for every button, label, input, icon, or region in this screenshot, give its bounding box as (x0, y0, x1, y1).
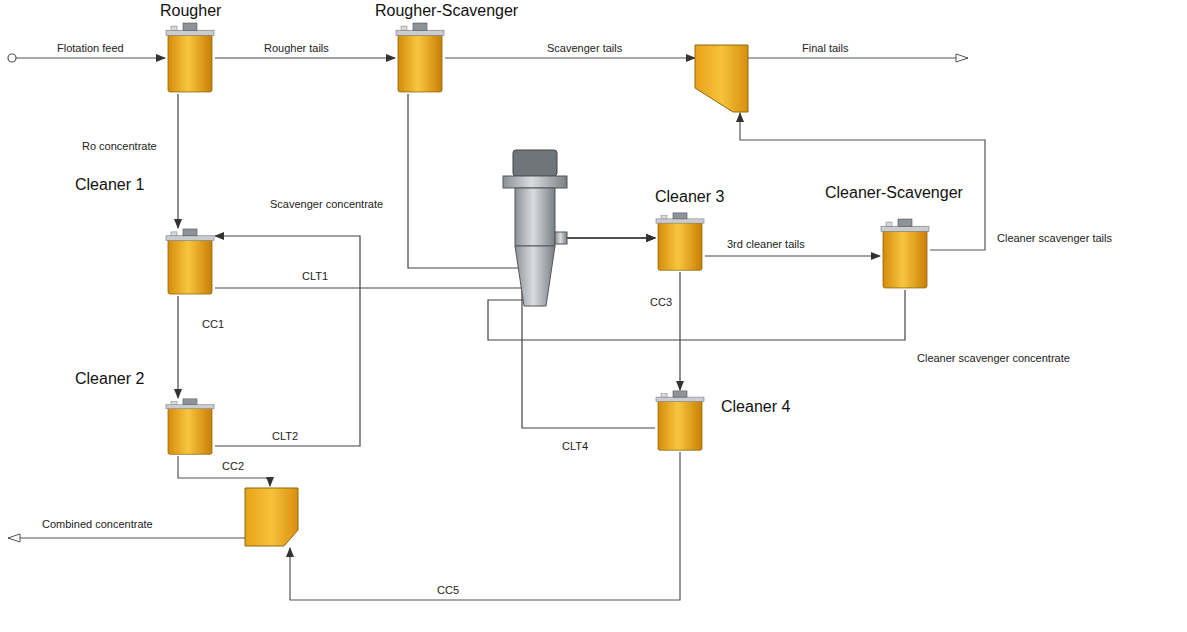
flotation-cell (655, 390, 705, 452)
stream-label: Cleaner scavenger tails (995, 232, 1114, 244)
final-tails-line (748, 57, 968, 58)
stream-connector (177, 296, 178, 398)
stream-label: Flotation feed (55, 42, 126, 54)
cell-node: Cleaner 2 (165, 398, 215, 456)
stream-label: Final tails (800, 42, 850, 54)
scavenger-tails-line (445, 57, 695, 58)
cell-node: Cleaner 1 (165, 228, 215, 296)
stream-label: CLT4 (560, 440, 590, 452)
flotation-cell (165, 398, 215, 456)
cell-heading: Cleaner 3 (655, 188, 724, 206)
mill-motor (513, 150, 557, 176)
cell-heading: Rougher-Scavenger (375, 2, 518, 20)
cell-heading: Rougher (160, 2, 221, 20)
cc2-line (178, 456, 270, 486)
stream-connector (215, 57, 395, 58)
stream-label: CLT1 (300, 270, 330, 282)
stream-connector (679, 272, 680, 390)
flotation-cell (165, 22, 215, 94)
stream-label: Rougher tails (262, 42, 331, 54)
feed-point (8, 54, 16, 62)
mill-body (515, 188, 555, 246)
stream-label: CC3 (648, 296, 674, 308)
cell-heading: Cleaner 2 (75, 370, 144, 388)
stream-connector (408, 94, 655, 268)
cell-node: Rougher-Scavenger (395, 22, 445, 94)
stream-label: CC1 (200, 318, 226, 330)
cell-heading: Cleaner 1 (75, 176, 144, 194)
stream-label: 3rd cleaner tails (725, 238, 807, 250)
flotation-cell (395, 22, 445, 94)
stream-label: Ro concentrate (80, 140, 159, 152)
flotation-cell (880, 218, 930, 290)
cell-node: Cleaner 4 (655, 390, 705, 452)
cell-heading: Cleaner 4 (721, 398, 790, 416)
cell-node: Rougher (165, 22, 215, 94)
cc5-line (290, 452, 680, 600)
stream-label: Cleaner scavenger concentrate (915, 352, 1072, 364)
cell-node: Cleaner 3 (655, 212, 705, 272)
stream-connector (177, 94, 178, 228)
feed-line (16, 57, 165, 58)
mill-drive (503, 176, 567, 188)
stream-label: CLT2 (270, 430, 300, 442)
stream-label: Combined concentrate (40, 518, 155, 530)
stream-label: CC2 (220, 460, 246, 472)
tails-thickener (695, 45, 748, 112)
mill-outlet (555, 232, 567, 244)
cell-heading: Cleaner-Scavenger (825, 184, 963, 202)
stream-label: CC5 (435, 584, 461, 596)
cleaner-scavenger-tails-line (740, 113, 985, 250)
flotation-cell (165, 228, 215, 296)
stream-connector (215, 236, 360, 446)
flotation-cell (655, 212, 705, 272)
mill-cone (515, 246, 555, 306)
combined-concentrate-line (8, 537, 245, 538)
concentrate-thickener (245, 488, 298, 546)
stream-label: Scavenger concentrate (268, 198, 385, 210)
stream-label: Scavenger tails (545, 42, 624, 54)
stream-connector (215, 238, 655, 288)
cell-node: Cleaner-Scavenger (880, 218, 930, 290)
stream-connector (705, 255, 880, 256)
